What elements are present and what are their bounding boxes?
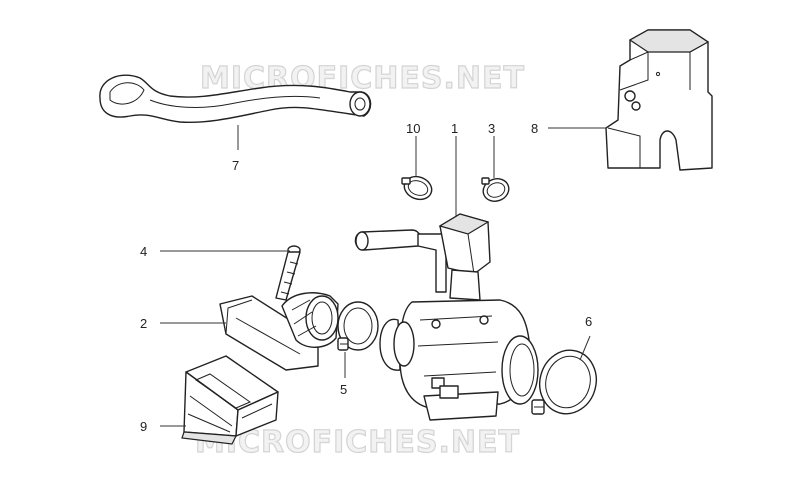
bolt-part <box>275 245 301 301</box>
hose-clamp-part-5 <box>337 301 379 351</box>
callout-8: 8 <box>531 121 538 136</box>
callout-9: 9 <box>140 419 147 434</box>
small-clamp-part-10 <box>401 175 433 201</box>
callout-5: 5 <box>340 382 347 397</box>
cover-block-part <box>605 29 713 171</box>
callout-6: 6 <box>585 314 592 329</box>
callout-2: 2 <box>140 316 147 331</box>
hose-part <box>99 74 372 124</box>
callout-7: 7 <box>232 158 239 173</box>
callout-10: 10 <box>406 121 420 136</box>
callout-3: 3 <box>488 121 495 136</box>
callout-4: 4 <box>140 244 147 259</box>
callout-1: 1 <box>451 121 458 136</box>
carburetor-part <box>354 213 539 421</box>
intake-manifold-part <box>219 292 339 371</box>
small-clamp-part-3 <box>481 177 510 202</box>
hose-clamp-part-6 <box>531 349 597 415</box>
reed-valve-part <box>181 355 279 445</box>
